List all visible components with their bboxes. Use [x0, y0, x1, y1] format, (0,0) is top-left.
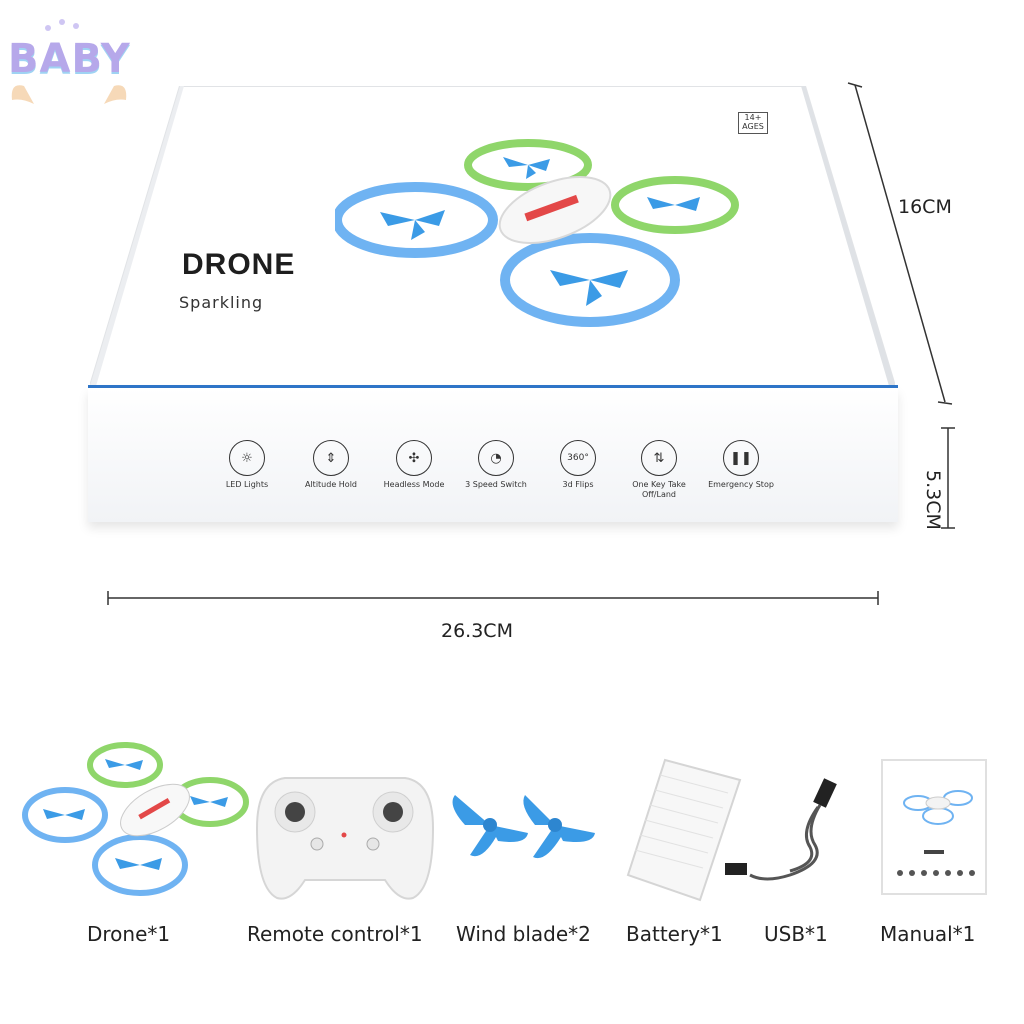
item-label-manual: Manual*1 [880, 922, 976, 946]
feature-label: 3d Flips [562, 480, 594, 489]
item-label-drone: Drone*1 [87, 922, 171, 946]
takeoff-land-icon: ⇅ [641, 440, 677, 476]
manual-image [881, 759, 987, 895]
feature-label: Emergency Stop [708, 480, 774, 489]
logo-text: BABY [8, 36, 131, 82]
feature-emergency-stop: ❚❚ Emergency Stop [697, 440, 785, 490]
box-top-panel [90, 86, 895, 386]
age-badge-label: AGES [742, 122, 764, 131]
logo-wings-icon [11, 19, 127, 104]
feature-label: Altitude Hold [304, 480, 357, 489]
depth-dimension-label: 5.3CM [922, 470, 944, 530]
feature-altitude-hold: ⇕ Altitude Hold [287, 440, 375, 490]
feature-label: 3 Speed Switch [465, 480, 527, 489]
feature-label: LED Lights [225, 480, 269, 489]
feature-speed-switch: ◔ 3 Speed Switch [452, 440, 540, 490]
drone-illustration [335, 139, 739, 327]
speed-switch-icon: ◔ [478, 440, 514, 476]
drone-item-image [22, 742, 249, 896]
item-label-remote-control: Remote control*1 [247, 922, 423, 946]
led-lights-icon: ☼ [229, 440, 265, 476]
usb-cable-image [725, 778, 837, 881]
feature-label: One Key Take Off/Land [632, 480, 686, 499]
wind-blade-image [452, 795, 595, 859]
item-label-battery: Battery*1 [626, 922, 723, 946]
feature-takeoff-land: ⇅ One Key Take Off/Land [615, 440, 703, 500]
altitude-hold-icon: ⇕ [313, 440, 349, 476]
product-brand: DRONE [182, 248, 296, 281]
age-badge-number: 14+ [744, 113, 762, 122]
battery-image [626, 758, 742, 902]
product-subtitle: Sparkling [179, 293, 264, 312]
age-badge: 14+ AGES [738, 112, 768, 134]
remote-control-image [255, 777, 435, 900]
feature-headless-mode: ✣ Headless Mode [370, 440, 458, 490]
item-label-usb: USB*1 [764, 922, 828, 946]
height-dimension-label: 16CM [898, 196, 952, 218]
feature-3d-flips: 360° 3d Flips [534, 440, 622, 490]
item-label-wind-blade: Wind blade*2 [456, 922, 591, 946]
feature-label: Headless Mode [383, 480, 445, 489]
baby-logo: BABY [4, 14, 134, 114]
headless-mode-icon: ✣ [396, 440, 432, 476]
dimension-lines [107, 82, 955, 605]
width-dimension-label: 26.3CM [441, 620, 513, 642]
flips-icon: 360° [560, 440, 596, 476]
feature-led-lights: ☼ LED Lights [203, 440, 291, 490]
emergency-stop-icon: ❚❚ [723, 440, 759, 476]
